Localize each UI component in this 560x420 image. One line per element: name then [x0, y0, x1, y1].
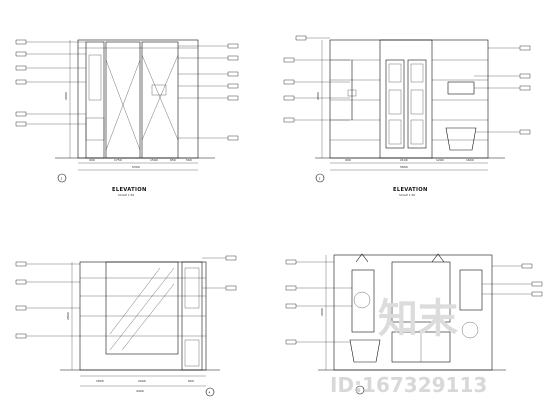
leader-tags-left [283, 35, 350, 123]
overall-dim: 5800 [400, 165, 408, 169]
watermark: 知末 ID:167329113 [330, 296, 487, 397]
overall-dim: 4400 [136, 389, 144, 393]
section-callout [57, 173, 67, 183]
glass-panel-left [105, 41, 141, 159]
decorative-screen [379, 39, 433, 159]
bathtub [349, 339, 381, 363]
carving [388, 63, 402, 83]
right-niche [459, 269, 483, 311]
wall-tiles [330, 59, 488, 141]
height-dim: 2800 [320, 308, 324, 316]
dim-value: 1800 [96, 379, 104, 383]
mirror-hatch [121, 283, 175, 351]
cabinet-door [184, 339, 200, 367]
section-callout [315, 173, 325, 183]
dim-value: 900 [345, 158, 351, 162]
dim-value: 500 [186, 158, 192, 162]
elevation-view-1: 2800 900 1750 1590 650 500 5300 2 ELEVAT… [15, 39, 239, 197]
shower-valve [151, 84, 167, 96]
plant [353, 291, 371, 309]
section-callout [355, 385, 365, 395]
carving [410, 89, 424, 115]
leader-tags-left [15, 261, 80, 339]
callout-number: 2 [61, 177, 63, 181]
wall-outline [77, 39, 199, 159]
mirror [105, 261, 179, 355]
vanity-drawer [85, 117, 105, 141]
carving [388, 119, 402, 145]
elevation-view-4: 2800 5 [285, 253, 543, 395]
plant [461, 321, 479, 339]
watermark-id: ID:167329113 [330, 373, 487, 397]
height-dim: 2800 [64, 92, 68, 100]
glass-panel-right [141, 41, 179, 159]
shower-valve [347, 89, 357, 97]
mirror-hatch [109, 267, 175, 351]
leader-tags-right [178, 43, 239, 141]
view-title: ELEVATION [112, 187, 147, 193]
callout-number: 4 [209, 391, 211, 395]
view-scale: SCALE 1:50 [399, 193, 415, 197]
wall-lamp [431, 253, 445, 263]
mirror-hatch [109, 267, 161, 335]
height-dim: 2800 [316, 92, 320, 100]
leader-tags-left [15, 39, 86, 127]
dim-value: 1600 [466, 158, 474, 162]
dim-value: 650 [170, 158, 176, 162]
bathtub [445, 127, 477, 151]
callout-number: 5 [359, 389, 361, 393]
vanity-cabinet [85, 41, 105, 159]
view-title: ELEVATION [393, 187, 428, 193]
wall-lamp [355, 253, 369, 263]
section-callout [205, 387, 215, 397]
leader-tags-right [474, 45, 531, 135]
elevation-view-3: 2800 1800 2000 600 4400 4 [15, 255, 237, 397]
tall-cabinet [181, 261, 203, 371]
dim-value: 600 [188, 379, 194, 383]
dim-value: 2000 [138, 379, 146, 383]
dim-value: 1200 [436, 158, 444, 162]
screen-panel [385, 59, 405, 149]
elevation-view-2: 2800 900 2100 1200 1600 5800 3 ELEVATION… [283, 35, 531, 197]
cabinet-glass [184, 267, 200, 309]
carving [388, 89, 402, 115]
mirror [391, 261, 451, 323]
overall-dim: 5300 [132, 165, 140, 169]
dim-value: 1750 [114, 158, 122, 162]
dim-value: 2100 [400, 158, 408, 162]
height-dim: 2800 [66, 312, 70, 320]
leader-tags-right [482, 263, 543, 297]
carving [410, 63, 424, 83]
carving [410, 119, 424, 145]
wall-outline [329, 39, 489, 159]
leader-tags-right [202, 255, 237, 291]
left-niche [351, 269, 375, 333]
leader-tags-left [285, 259, 352, 345]
mirror [88, 54, 102, 101]
view-scale: SCALE 1:50 [118, 193, 134, 197]
screen-panel [407, 59, 427, 149]
watermark-text: 知末 [378, 296, 458, 342]
callout-number: 3 [319, 177, 321, 181]
towel-shelf [447, 81, 475, 95]
dim-value: 1590 [150, 158, 158, 162]
glass-hatch [105, 59, 141, 151]
glass-hatch [141, 54, 179, 141]
dim-value: 900 [89, 158, 95, 162]
